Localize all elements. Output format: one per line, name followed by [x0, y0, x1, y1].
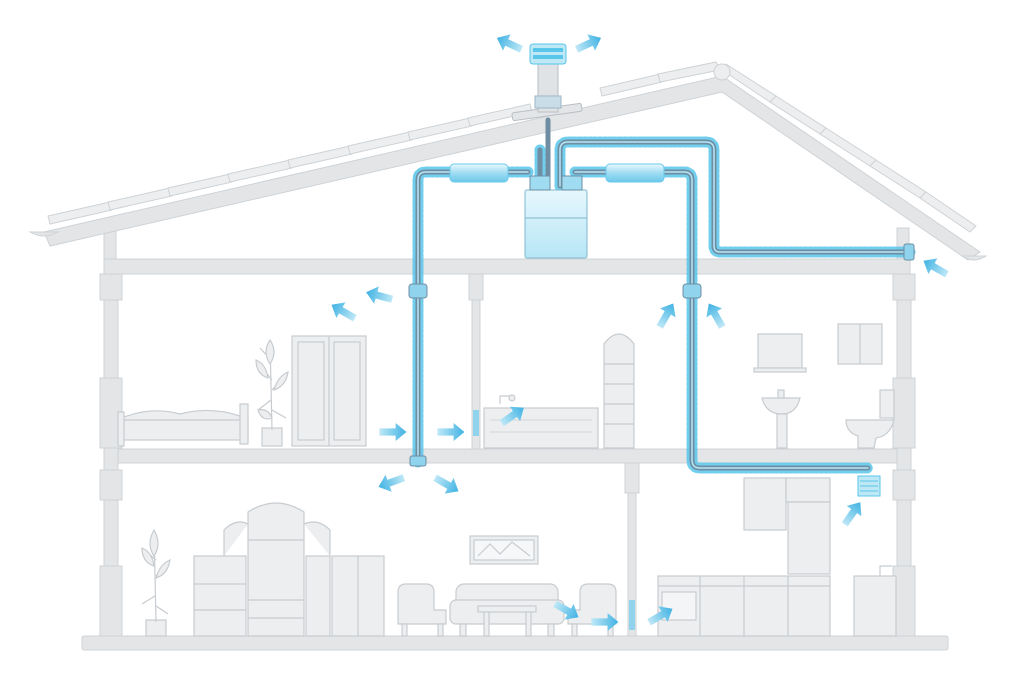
bed	[117, 403, 249, 447]
washing-unit	[853, 565, 897, 637]
mirror	[757, 333, 803, 369]
kitchen-cabinets	[657, 477, 831, 637]
roof-fan-icon	[511, 43, 583, 122]
airflow-arrow-icon	[437, 423, 465, 441]
attic-floor	[103, 258, 911, 275]
airflow-arrow-icon	[493, 29, 526, 58]
roof	[28, 61, 988, 261]
armchair-right	[567, 583, 617, 637]
airflow-arrow-icon	[363, 283, 395, 308]
wall-cabinet	[837, 323, 883, 365]
wall-picture	[469, 535, 539, 565]
airflow-arrow-icon	[919, 253, 952, 283]
ground-floor-furniture	[141, 477, 897, 637]
bathtub	[483, 394, 599, 449]
ground-slab	[81, 635, 949, 651]
house-structure	[81, 227, 949, 651]
ventilation-unit-icon	[524, 175, 588, 259]
coffee-table	[477, 605, 537, 637]
airflow-arrow-icon	[572, 29, 605, 58]
airflow-arrow-icon	[375, 469, 407, 496]
upper-floor-furniture	[117, 323, 895, 449]
ground-floor-ceiling	[117, 448, 911, 464]
intake-grille-icon	[857, 475, 881, 497]
plant-upper	[255, 338, 289, 447]
airflow-arrow-icon	[701, 299, 731, 332]
airflow-arrow-icon	[651, 299, 681, 332]
wardrobe	[291, 335, 367, 447]
wall-unit	[193, 502, 385, 637]
airflow-arrow-icon	[327, 297, 360, 327]
silencer-left	[449, 163, 509, 183]
airflow-arrow-icon	[837, 497, 868, 530]
armchair-left	[397, 583, 447, 637]
toilet	[845, 389, 895, 449]
duct-network	[408, 117, 916, 630]
airflow-arrow-icon	[430, 469, 463, 499]
airflow-arrow-icon	[379, 423, 407, 441]
sink	[761, 389, 801, 449]
shelf-unit	[603, 333, 635, 449]
silencer-right	[605, 163, 665, 183]
plant-lower	[141, 528, 171, 637]
